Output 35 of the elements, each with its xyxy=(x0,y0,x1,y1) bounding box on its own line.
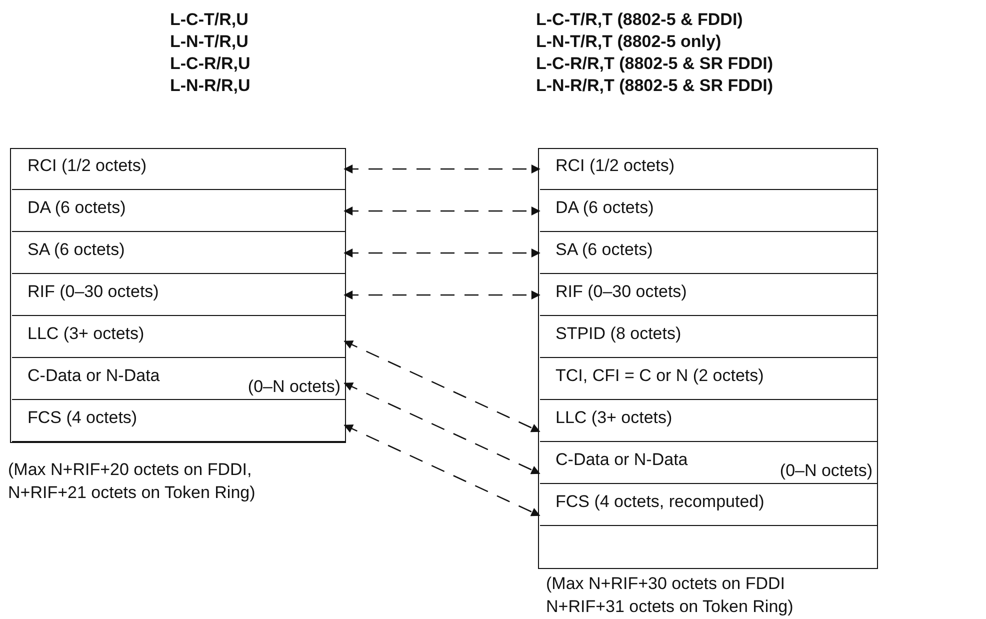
dashed-arrow xyxy=(344,290,540,300)
caption: (Max N+RIF+30 octets on FDDI N+RIF+31 octets on Token Ring) xyxy=(546,573,794,618)
header-text: L-N-R/R,T (8802-5 & SR FDDI) xyxy=(536,75,774,96)
field-size: (0–N octets) xyxy=(780,461,872,481)
header-text: L-C-R/R,U xyxy=(170,53,250,74)
dashed-arrow xyxy=(344,206,540,216)
field-label: FCS (4 octets) xyxy=(28,408,138,428)
field-label: TCI, CFI = C or N (2 octets) xyxy=(556,366,764,386)
dashed-arrow xyxy=(344,424,540,516)
field-label: SA (6 octets) xyxy=(556,240,653,260)
field-label: STPID (8 octets) xyxy=(556,324,682,344)
field-size: (0–N octets) xyxy=(248,377,340,397)
field-label: DA (6 octets) xyxy=(28,198,126,218)
header-text: L-N-R/R,U xyxy=(170,75,250,96)
field-label: FCS (4 octets, recomputed) xyxy=(556,492,764,512)
dashed-arrow xyxy=(344,164,540,174)
header-text: L-N-T/R,U xyxy=(170,31,248,52)
dashed-arrow xyxy=(344,248,540,258)
field-label: RIF (0–30 octets) xyxy=(28,282,159,302)
header-text: L-C-T/R,T (8802-5 & FDDI) xyxy=(536,9,743,30)
header-text: L-N-T/R,T (8802-5 only) xyxy=(536,31,722,52)
caption: (Max N+RIF+20 octets on FDDI, N+RIF+21 octets on Token Ring) xyxy=(8,459,256,504)
field-label: RIF (0–30 octets) xyxy=(556,282,687,302)
field-label: SA (6 octets) xyxy=(28,240,125,260)
header-text: L-C-R/R,T (8802-5 & SR FDDI) xyxy=(536,53,774,74)
dashed-arrow xyxy=(344,340,540,432)
field-label: LLC (3+ octets) xyxy=(28,324,144,344)
field-label: RCI (1/2 octets) xyxy=(556,156,675,176)
header-text: L-C-T/R,U xyxy=(170,9,248,30)
field-label: DA (6 octets) xyxy=(556,198,654,218)
field-label: C-Data or N-Data xyxy=(28,366,160,386)
field-label: LLC (3+ octets) xyxy=(556,408,672,428)
dashed-arrow xyxy=(344,382,540,474)
field-label: C-Data or N-Data xyxy=(556,450,688,470)
field-label: RCI (1/2 octets) xyxy=(28,156,147,176)
